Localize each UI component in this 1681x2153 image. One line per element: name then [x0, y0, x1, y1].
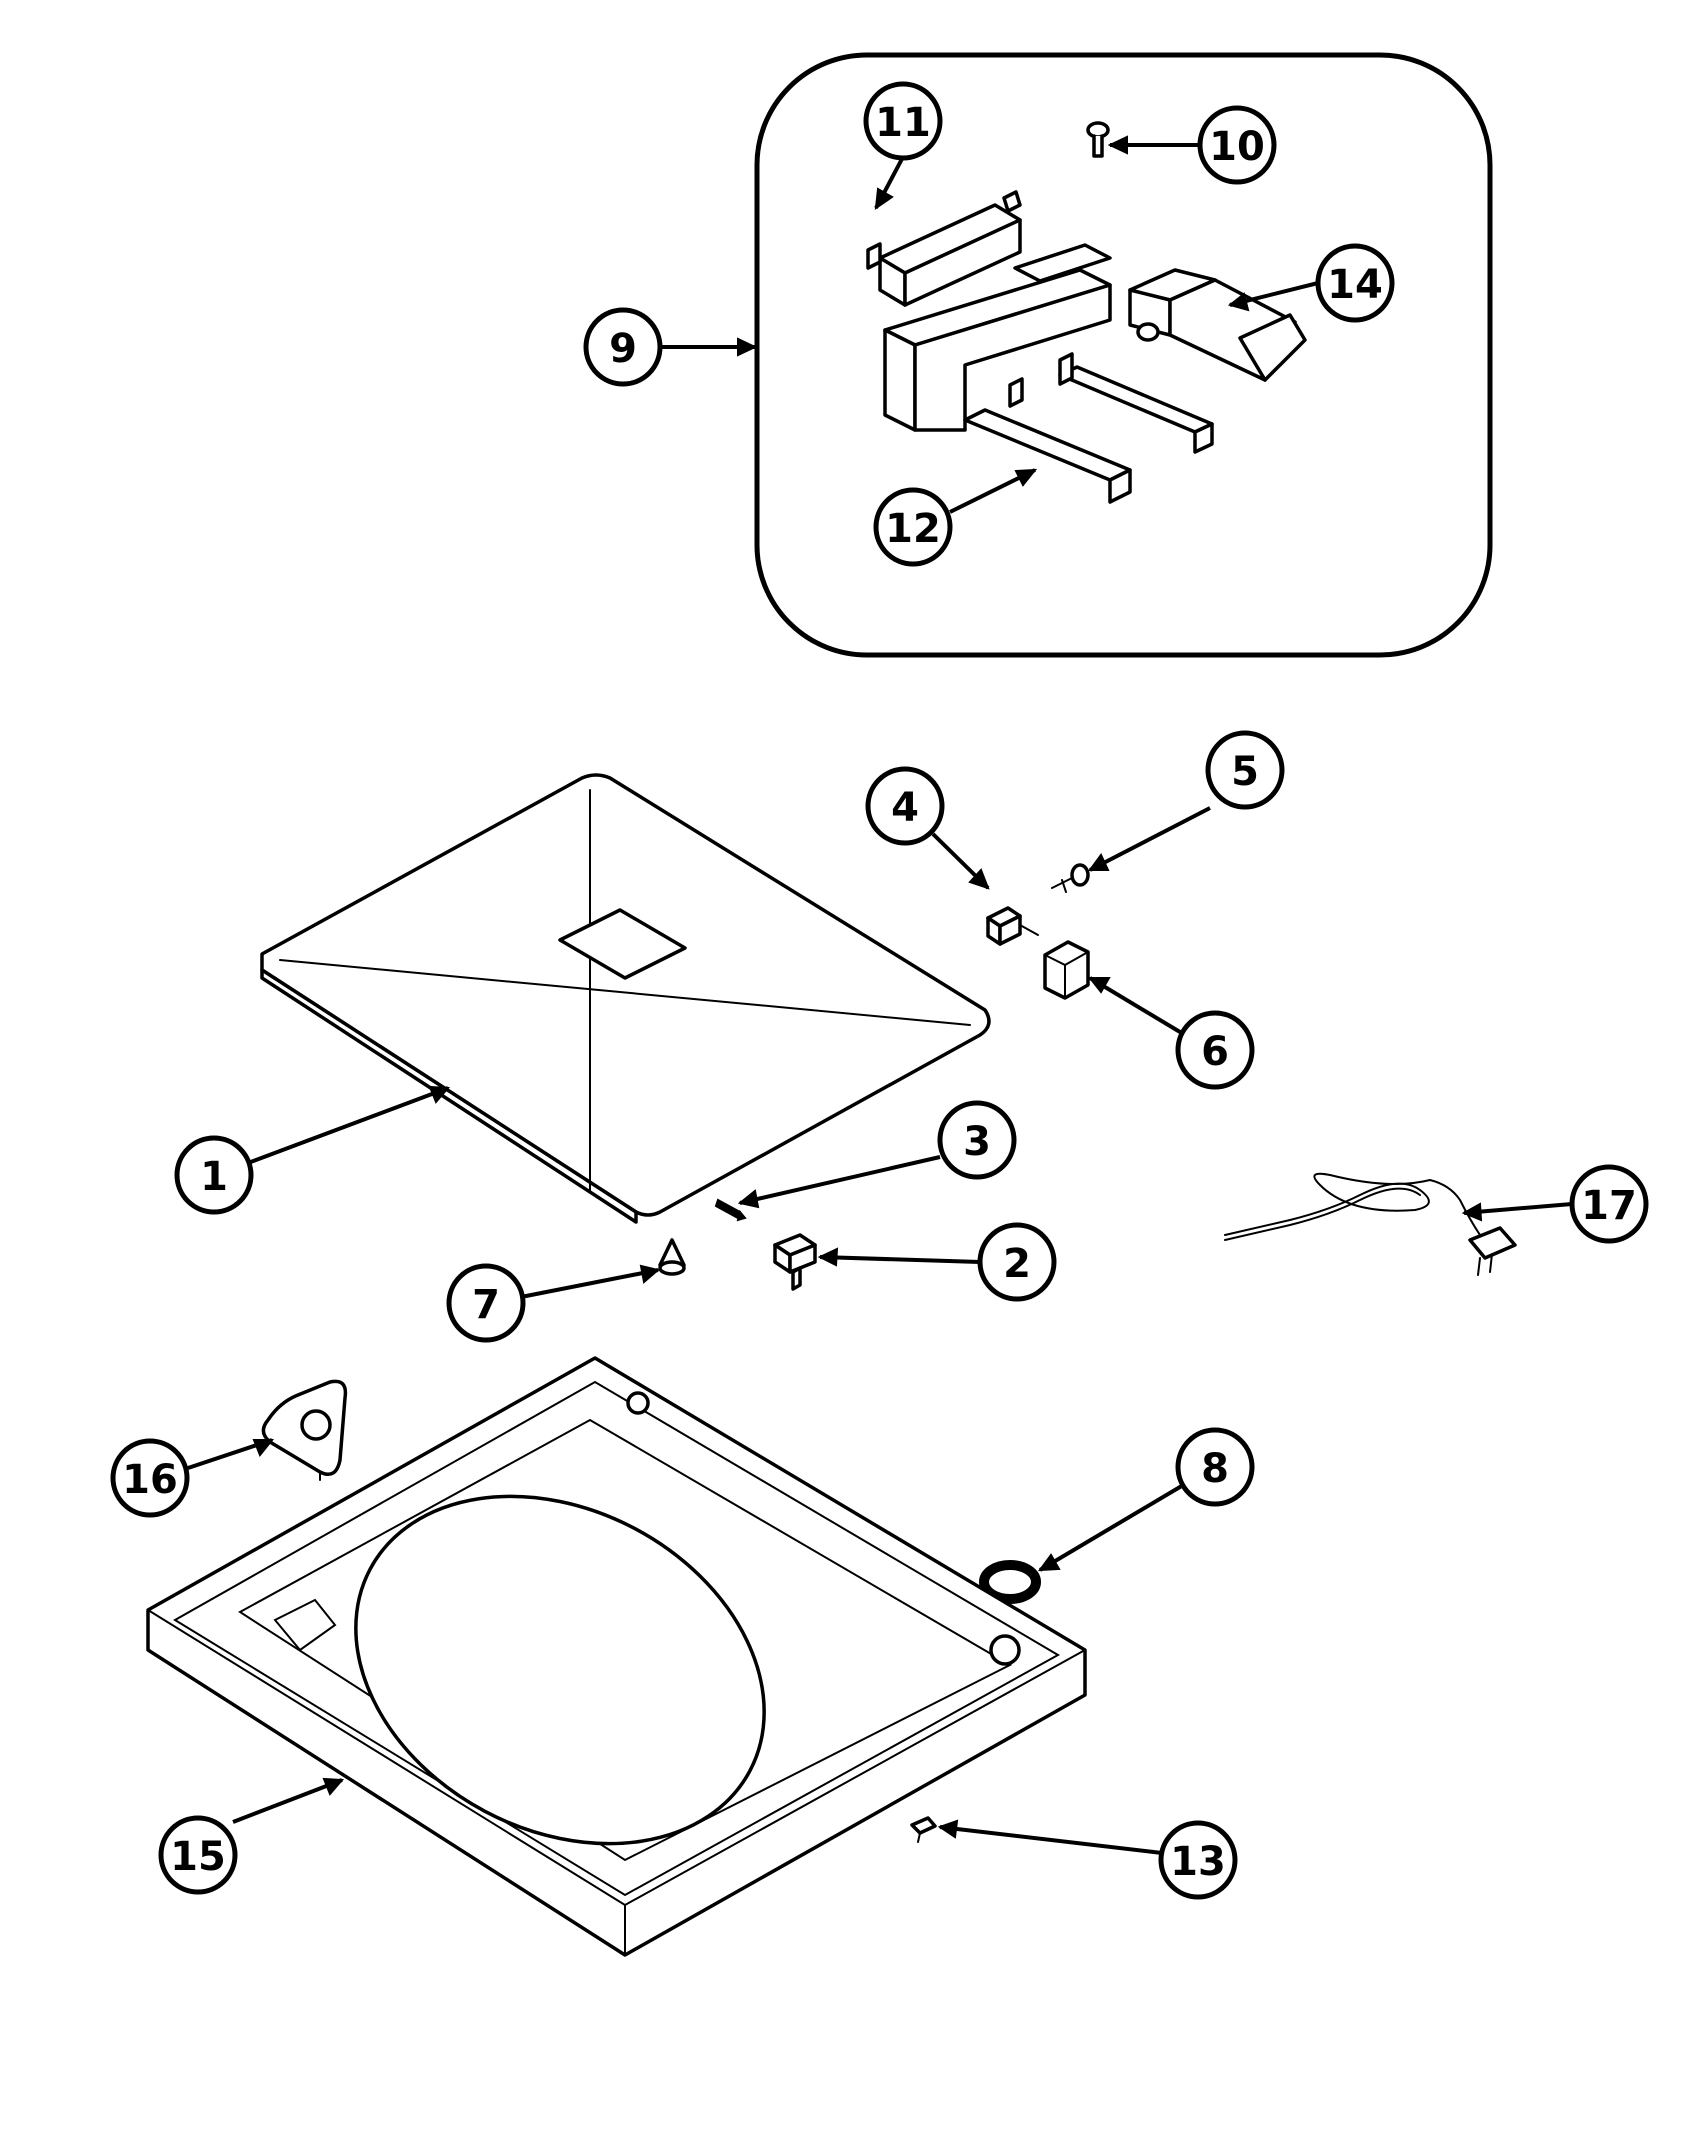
leader-8 [1038, 1482, 1187, 1572]
part-10-screw [1086, 121, 1110, 158]
callout-7-label: 7 [472, 1282, 500, 1328]
part-14-actuator [1128, 268, 1307, 382]
callout-13-label: 13 [1170, 1839, 1226, 1885]
callout-9-label: 9 [609, 326, 637, 372]
callout-10: 10 [1197, 105, 1277, 185]
callout-16-label: 16 [122, 1457, 178, 1503]
part-15-cabinet-top [146, 1356, 1087, 1957]
callout-17-label: 17 [1581, 1183, 1637, 1229]
leader-5 [1089, 806, 1211, 872]
part-5-screw [1051, 863, 1090, 893]
part-6-clip [1043, 940, 1090, 1000]
callout-8: 8 [1175, 1427, 1255, 1507]
leader-15 [232, 1778, 343, 1824]
callout-1: 1 [174, 1135, 254, 1215]
callout-11-label: 11 [875, 100, 931, 146]
leader-2 [819, 1255, 981, 1264]
part-3-pin [714, 1198, 747, 1222]
part-16-knob [261, 1379, 348, 1481]
part-17-power-cord [1224, 1172, 1517, 1276]
callout-11: 11 [863, 81, 943, 161]
leader-6 [1088, 976, 1187, 1037]
part-8-ring [979, 1560, 1041, 1604]
part-11-box [866, 190, 1022, 307]
callout-5: 5 [1205, 730, 1285, 810]
part-7-bumper [658, 1238, 686, 1276]
callout-8-label: 8 [1201, 1446, 1229, 1492]
callout-1-label: 1 [200, 1154, 228, 1200]
callout-2-label: 2 [1003, 1241, 1031, 1287]
part-13-clip [910, 1816, 937, 1843]
callout-4-label: 4 [891, 785, 919, 831]
callout-13: 13 [1158, 1820, 1238, 1900]
callout-16: 16 [110, 1438, 190, 1518]
callout-15: 15 [158, 1815, 238, 1895]
part-4-hinge [986, 906, 1039, 946]
callout-6-label: 6 [1201, 1029, 1229, 1075]
callout-6: 6 [1175, 1010, 1255, 1090]
callout-3-label: 3 [963, 1119, 991, 1165]
arrowheads [252, 135, 1483, 1839]
leader-3 [739, 1155, 941, 1205]
callout-10-label: 10 [1209, 124, 1265, 170]
leader-13 [939, 1825, 1163, 1855]
assembly-9-inset-frame [754, 52, 1493, 658]
leader-17 [1463, 1202, 1573, 1215]
part-12-bracket [883, 243, 1214, 504]
leader-7 [520, 1268, 659, 1299]
leader-1 [247, 1086, 449, 1165]
callout-14-label: 14 [1327, 262, 1383, 308]
callout-15-label: 15 [170, 1834, 226, 1880]
callout-17: 17 [1569, 1164, 1649, 1244]
callout-5-label: 5 [1231, 749, 1259, 795]
callout-3: 3 [937, 1100, 1017, 1180]
callout-12-label: 12 [885, 506, 941, 552]
callout-2: 2 [977, 1222, 1057, 1302]
callout-7: 7 [446, 1263, 526, 1343]
part-2-latch [773, 1233, 817, 1291]
callout-14: 14 [1315, 243, 1395, 323]
callout-4: 4 [865, 766, 945, 846]
part-1-lid [260, 773, 991, 1224]
callout-12: 12 [873, 487, 953, 567]
callout-9: 9 [583, 307, 663, 387]
